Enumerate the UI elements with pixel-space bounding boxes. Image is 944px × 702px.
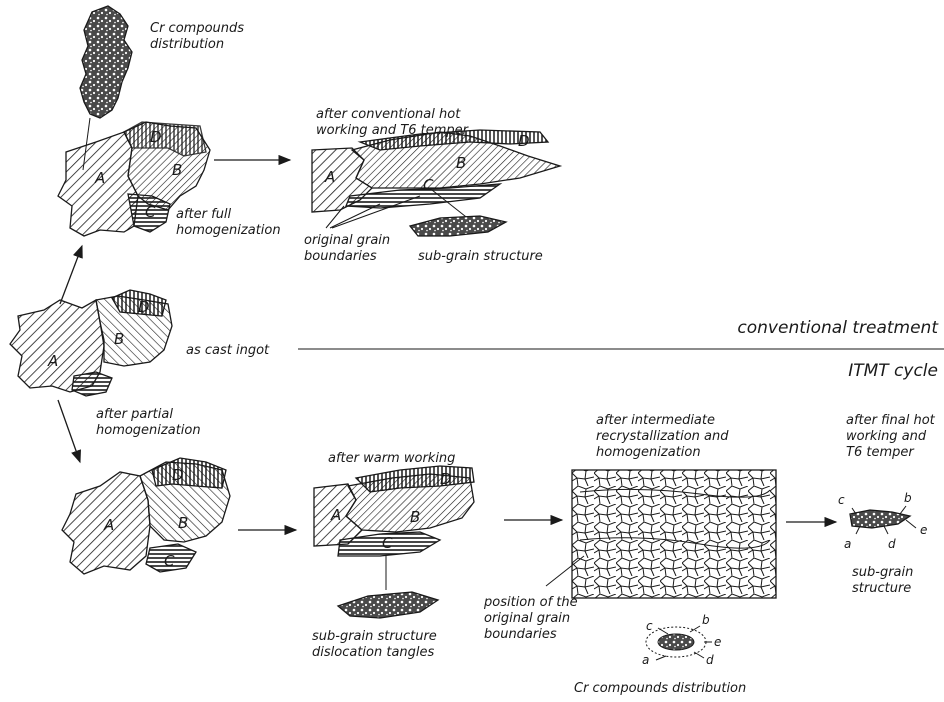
cr-compounds-distribution-bottom: c b e a d [642,613,721,667]
small-letter-e: e [920,523,927,537]
grain-letter-b: B [178,514,188,532]
intermediate-recrystallization-label: after intermediate recrystallization and… [596,413,733,460]
grain-letter-d: D [172,466,184,484]
small-letter-b: b [904,491,912,505]
partial-homogenized-grain: A B C D [62,458,230,574]
final-hot-working-label: after final hot working and T6 temper [846,413,939,460]
grain-letter-d: D [138,298,150,316]
subgrain-structure-label-top: sub-grain structure [418,249,543,264]
position-boundaries-label: position of the original grain boundarie… [483,595,582,642]
hot-worked-elongated-grains: A B C D [312,130,560,212]
arrow-to-full-homogenization [60,246,82,304]
partial-homogenization-label: after partial homogenization [96,407,201,438]
small-letter-a: a [844,537,851,551]
grain-letter-d: D [150,128,162,146]
grain-letter-b: B [114,330,124,348]
small-letter-d: d [888,537,896,551]
grain-letter-b: B [456,154,466,172]
grain-letter-a: A [330,506,341,524]
cr-compounds-label-top: Cr compounds distribution [150,21,248,52]
itmt-cycle-label: ITMT cycle [848,361,938,381]
grain-letter-d: D [518,132,530,150]
as-cast-ingot-label: as cast ingot [186,343,270,358]
grain-letter-a: A [103,516,114,534]
grain-letter-c: C [145,203,156,221]
final-subgrain-sliver: c b e a d [838,491,927,551]
as-cast-ingot: A B D [10,290,172,396]
grain-letter-a: A [94,169,105,187]
grain-letter-a: A [324,168,335,186]
grain-letter-b: B [172,161,182,179]
warm-working-label: after warm working [328,451,455,466]
small-letter-c: c [838,493,845,507]
full-homogenization-label: after full homogenization [176,207,281,238]
warm-worked-grains: A B C D [314,466,474,556]
subgrain-patch-bottom [338,592,438,618]
subgrain-patch-top [410,216,506,236]
small-letter-d: d [706,653,714,667]
grain-letter-c: C [423,176,434,194]
cr-compounds-cluster-top [80,6,132,118]
small-letter-c: c [646,619,653,633]
grain-letter-d: D [440,470,452,488]
subgrain-dislocation-label: sub-grain structure dislocation tangles [312,629,441,660]
grain-letter-c: C [382,534,393,552]
arrow-to-partial-homogenization [58,400,80,462]
small-letter-a: a [642,653,649,667]
final-subgrain-label: sub-grain structure [852,565,918,596]
original-grain-boundaries-label: original grain boundaries [304,233,394,264]
small-letter-e: e [714,635,721,649]
small-letter-b: b [702,613,710,627]
conventional-treatment-label: conventional treatment [737,318,939,338]
cr-compounds-label-bottom: Cr compounds distribution [574,681,746,696]
grain-letter-c: C [164,552,175,570]
grain-letter-b: B [410,508,420,526]
recrystallized-grain-network [572,470,776,598]
grain-letter-a: A [47,352,58,370]
